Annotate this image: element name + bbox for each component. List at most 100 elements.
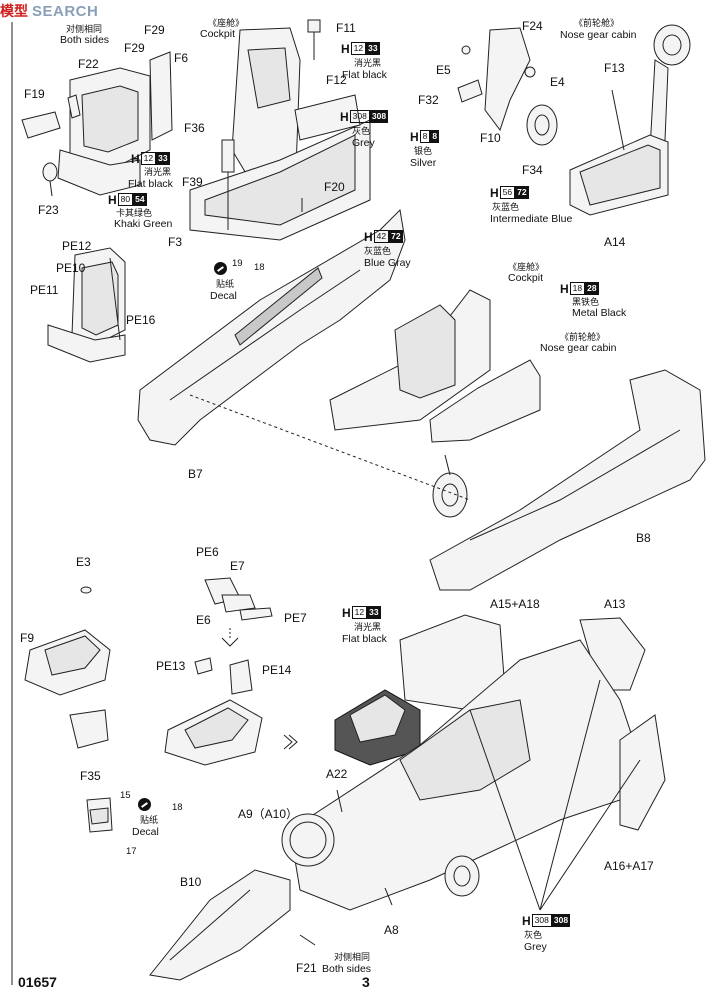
- decal-icon: [214, 262, 227, 275]
- label-PE11: PE11: [30, 283, 59, 297]
- paint-p3-en: Silver: [410, 157, 437, 169]
- paint-chip-p8: H 18 28: [560, 281, 599, 296]
- label-PE7: PE7: [284, 611, 307, 625]
- label-F24: F24: [522, 19, 543, 33]
- watermark-text: SEARCH: [32, 2, 99, 20]
- label-F12: F12: [326, 73, 347, 87]
- label-PE10: PE10: [56, 261, 86, 275]
- label-B10: B10: [180, 875, 202, 889]
- paint-p2-cn: 灰色: [352, 126, 371, 136]
- fuselage-halves-middle: [137, 208, 706, 591]
- cockpit-tub-top: [189, 19, 371, 241]
- decal-num-18: 18: [172, 802, 183, 813]
- label-A13: A13: [604, 597, 626, 611]
- paint-p2-en: Grey: [352, 137, 375, 149]
- paint-p8-cn: 黑铁色: [572, 297, 600, 307]
- decal-en-18: Decal: [132, 826, 159, 838]
- label-A8: A8: [384, 923, 399, 937]
- label-F3: F3: [168, 235, 183, 249]
- paint-p1-cn: 消光黑: [354, 58, 382, 68]
- paint-chip-p7: H 42 72: [364, 229, 403, 244]
- paint-chip-p10: H 308 308: [522, 913, 571, 928]
- label-F19: F19: [24, 87, 45, 101]
- note-nose-gear-cn: 《前轮舱》: [574, 18, 620, 28]
- label-PE14: PE14: [262, 663, 292, 677]
- label-E6: E6: [196, 613, 211, 627]
- decal-icon-2: [138, 798, 151, 811]
- pe-seat: [47, 247, 126, 363]
- label-B7: B7: [188, 467, 203, 481]
- label-E5: E5: [436, 63, 451, 77]
- paint-p9-en: Flat black: [342, 633, 387, 645]
- label-F39: F39: [182, 175, 203, 189]
- label-F35: F35: [80, 769, 101, 783]
- note-f21-en: Both sides: [322, 963, 372, 975]
- label-PE13: PE13: [156, 659, 186, 673]
- paint-p4-en: Flat black: [128, 178, 173, 190]
- label-F23: F23: [38, 203, 59, 217]
- paint-p8-en: Metal Black: [572, 307, 627, 319]
- paint-chip-p6: H 56 72: [490, 185, 529, 200]
- note-cockpit-cn: 《座舱》: [208, 18, 245, 28]
- paint-p5-cn: 卡其绿色: [116, 208, 153, 218]
- note-cockpit-en: Cockpit: [200, 28, 236, 40]
- label-F11: F11: [336, 21, 356, 35]
- label-18-top: 18: [254, 262, 265, 273]
- footer-kit-number: 01657: [18, 974, 57, 990]
- label-A14: A14: [604, 235, 626, 249]
- label-E3: E3: [76, 555, 91, 569]
- note-cockpit-mid-cn: 《座舱》: [508, 262, 545, 272]
- decal-num-19: 19: [232, 258, 243, 269]
- note-both-sides-en: Both sides: [60, 34, 110, 46]
- watermark-logo: 模型 SEARCH: [0, 0, 98, 22]
- note-nose-gear-en: Nose gear cabin: [560, 29, 637, 41]
- label-F10: F10: [480, 131, 501, 145]
- note-nose-gear-mid-en: Nose gear cabin: [540, 342, 617, 354]
- label-F36: F36: [184, 121, 205, 135]
- label-A15-A18: A15+A18: [490, 597, 540, 611]
- note-nose-gear-mid-cn: 《前轮舱》: [560, 332, 606, 342]
- label-E7: E7: [230, 559, 245, 573]
- paint-chip-p3: H 8 8: [410, 129, 440, 144]
- label-F20: F20: [324, 180, 345, 194]
- note-cockpit-mid-en: Cockpit: [508, 272, 544, 284]
- label-PE16: PE16: [126, 313, 156, 327]
- label-F6: F6: [174, 51, 189, 65]
- label-F29: F29: [144, 23, 165, 37]
- paint-p10-en: Grey: [524, 941, 547, 953]
- label-F9: F9: [20, 631, 35, 645]
- paint-p4-cn: 消光黑: [144, 167, 172, 177]
- paint-p3-cn: 银色: [414, 146, 433, 156]
- label-17: 17: [126, 846, 137, 857]
- label-F21: F21: [296, 961, 317, 975]
- label-15: 15: [120, 790, 131, 801]
- note-f21-cn: 对侧相同: [334, 952, 371, 962]
- label-A22: A22: [326, 767, 348, 781]
- label-PE12: PE12: [62, 239, 92, 253]
- assembled-nose-lower-right: [149, 614, 666, 981]
- seat-exploded-top-left: [21, 51, 173, 197]
- note-both-sides-cn: 对侧相同: [66, 24, 103, 34]
- label-F29-b: F29: [124, 41, 145, 55]
- step-arrows: [221, 628, 298, 750]
- label-F34: F34: [522, 163, 543, 177]
- paint-p9-cn: 消光黑: [354, 622, 382, 632]
- label-PE6: PE6: [196, 545, 219, 559]
- paint-p10-cn: 灰色: [524, 930, 543, 940]
- paint-chip-p5: H 80 54: [108, 192, 147, 207]
- label-F22: F22: [78, 57, 99, 71]
- label-A9-A10: A9（A10）: [238, 807, 299, 821]
- paint-chip-p9: H 12 33: [342, 605, 381, 620]
- paint-p1-en: Flat black: [342, 69, 387, 81]
- decal-cn-18: 贴纸: [140, 815, 159, 825]
- paint-p7-cn: 灰蓝色: [364, 246, 392, 256]
- paint-p5-en: Khaki Green: [114, 218, 173, 230]
- paint-chip-p1: H 12 33: [341, 41, 380, 56]
- label-B8: B8: [636, 531, 651, 545]
- paint-p7-en: Blue Gray: [364, 257, 411, 269]
- label-F32: F32: [418, 93, 439, 107]
- decal-cn-19: 贴纸: [216, 279, 235, 289]
- footer-page-number: 3: [362, 974, 370, 990]
